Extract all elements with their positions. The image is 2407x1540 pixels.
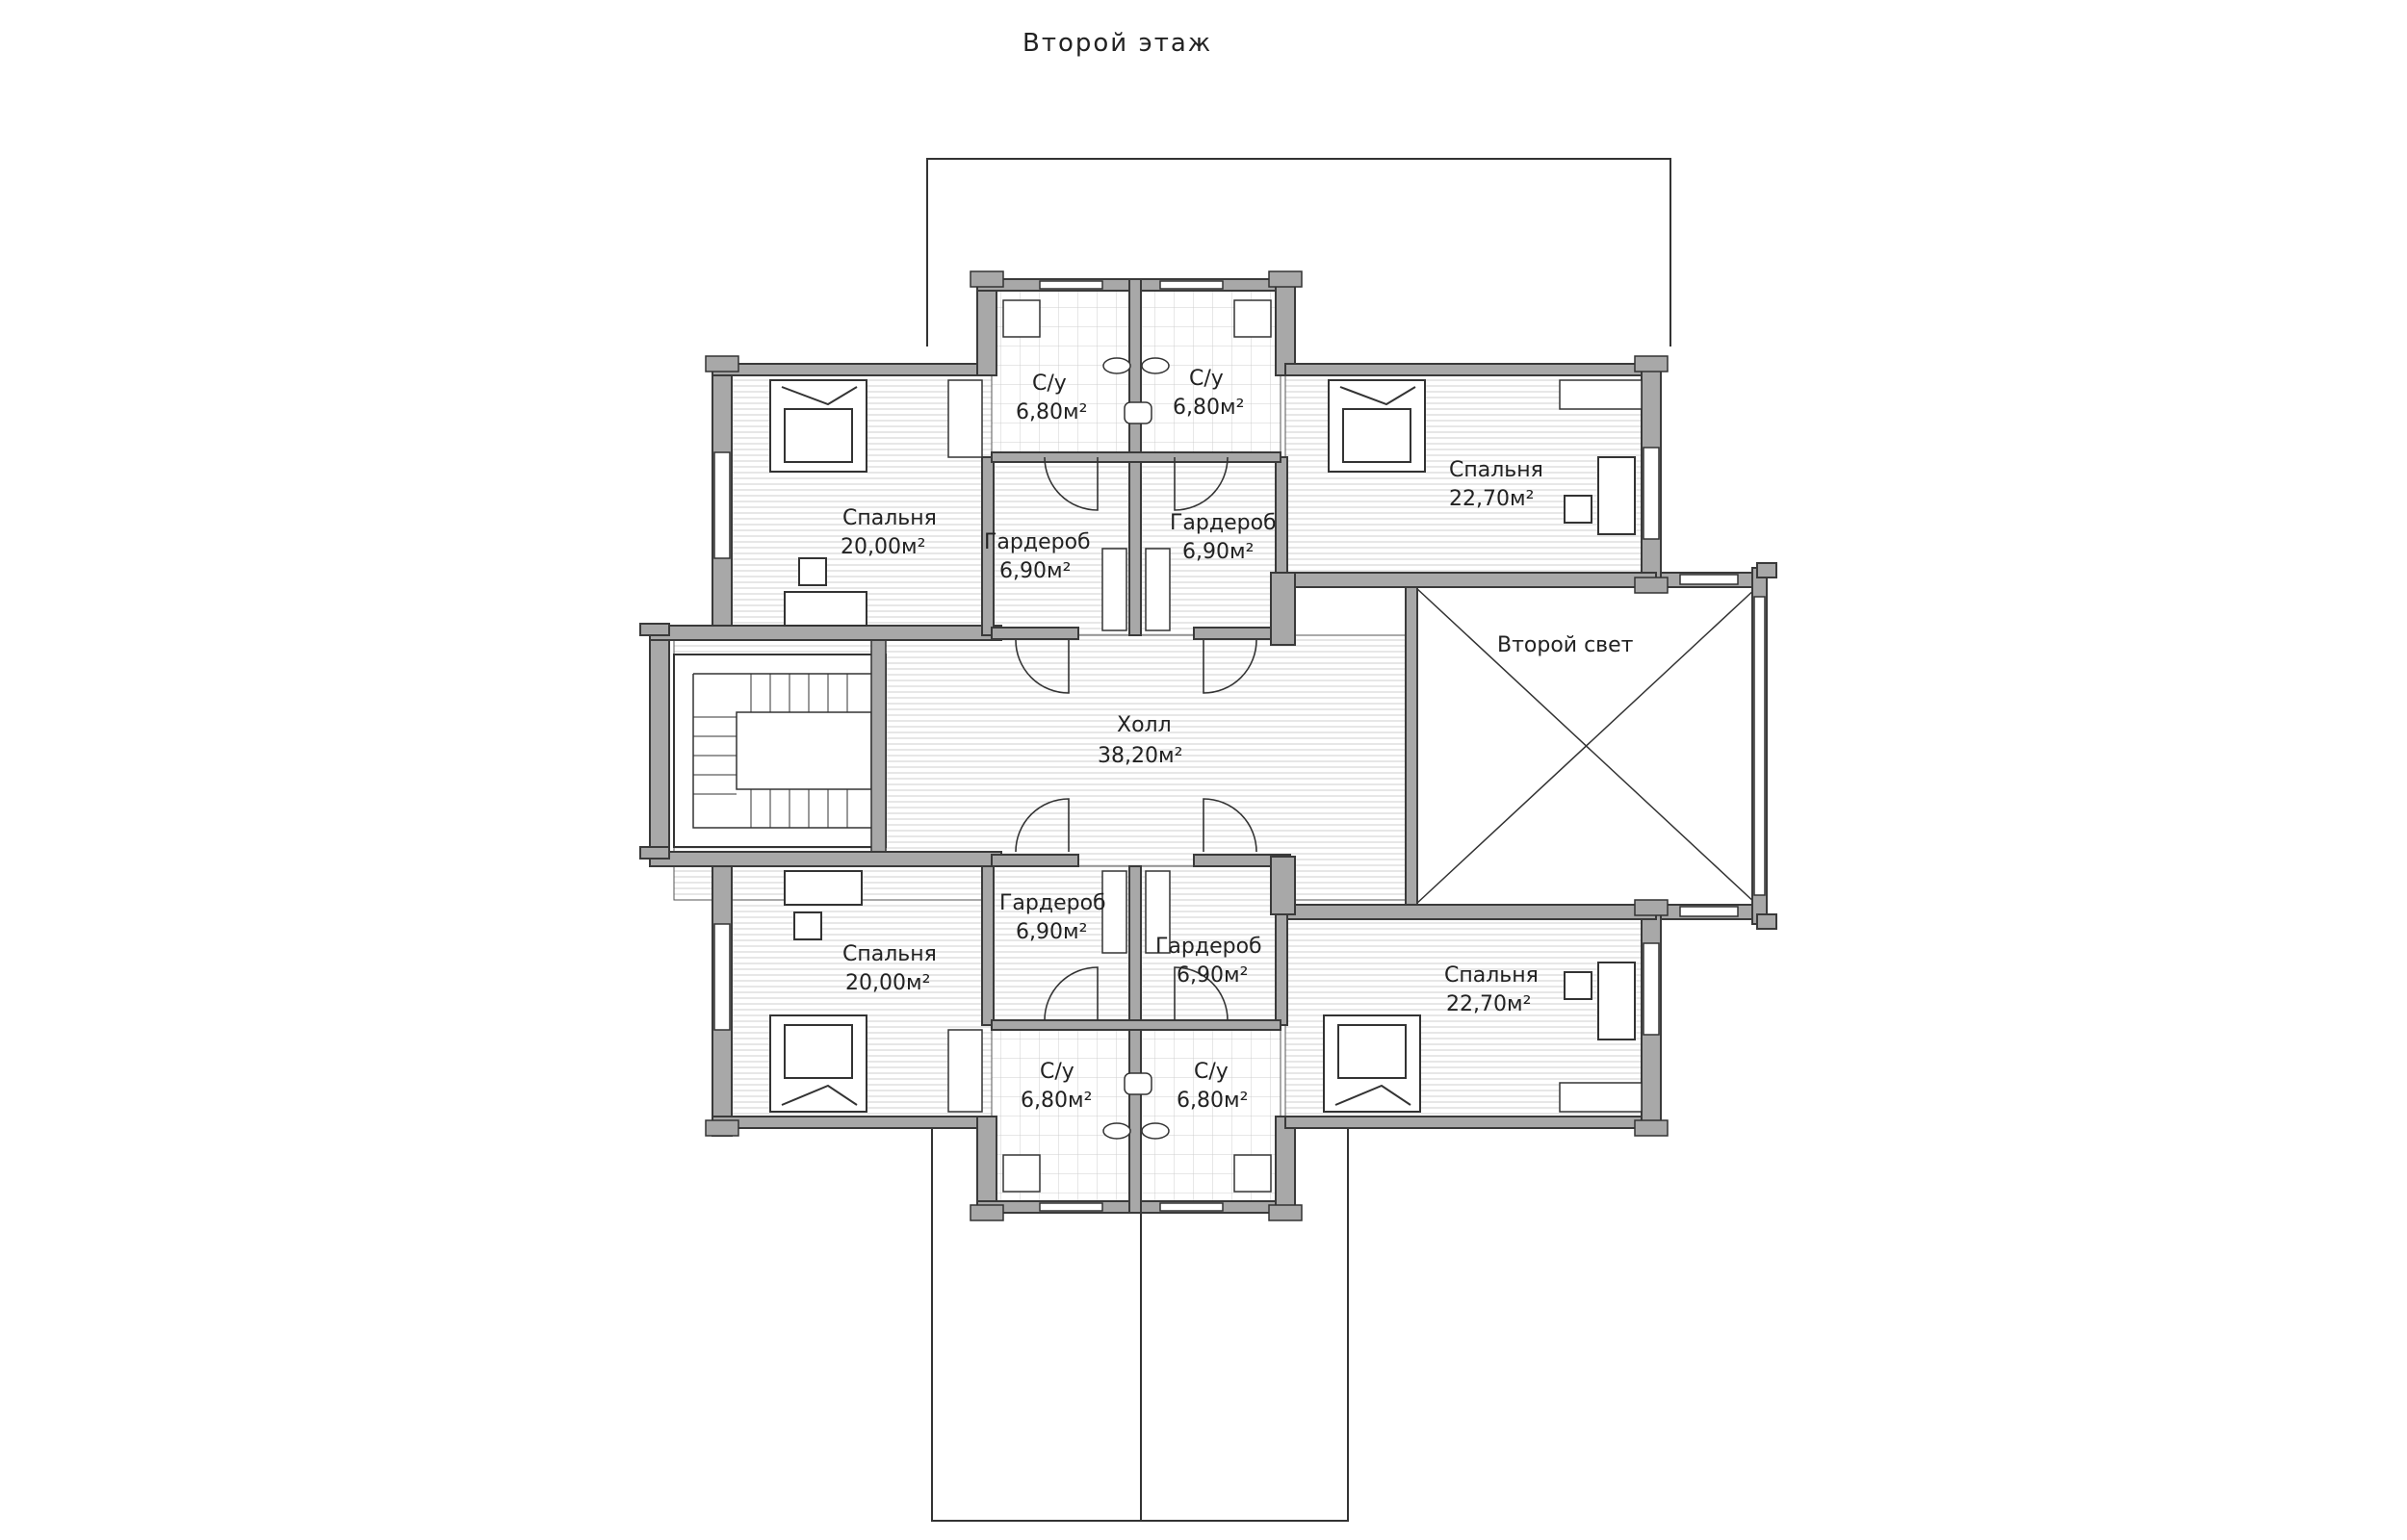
desk-top-left xyxy=(784,557,867,627)
bed-bottom-left xyxy=(769,1014,867,1113)
bedroom-bottom-left-area: 20,00м² xyxy=(845,971,930,995)
bath-bottom-right-name: С/у xyxy=(1194,1060,1229,1084)
bath-top-left-area: 6,80м² xyxy=(1016,400,1087,424)
windows xyxy=(713,280,1766,1212)
wall-posts xyxy=(705,270,1669,1221)
bedroom-top-right-name: Спальня xyxy=(1449,458,1543,482)
wardrobe-top-left-area: 6,90м² xyxy=(999,559,1071,583)
bedroom-bottom-left-name: Спальня xyxy=(842,942,937,966)
bath-top-right-area: 6,80м² xyxy=(1173,396,1244,420)
bath-bottom-left-area: 6,80м² xyxy=(1021,1089,1092,1113)
roof-outline-bottom xyxy=(931,1126,1349,1522)
wardrobe-bottom-right-name: Гардероб xyxy=(1155,935,1262,959)
wardrobe-bottom-right-area: 6,90м² xyxy=(1177,963,1248,988)
staircase xyxy=(673,639,887,853)
bedroom-top-right-area: 22,70м² xyxy=(1449,487,1534,511)
bath-top-right-name: С/у xyxy=(1189,367,1224,391)
bedroom-top-left-area: 20,00м² xyxy=(841,535,925,559)
bed-top-right xyxy=(1328,379,1426,473)
desk-bottom-right xyxy=(1564,962,1636,1040)
desk-bottom-left xyxy=(784,870,863,940)
bed-top-left xyxy=(769,379,867,473)
bath-bottom-left-name: С/у xyxy=(1040,1060,1074,1084)
bedroom-bottom-right-name: Спальня xyxy=(1444,963,1539,988)
wardrobe-bottom-left-area: 6,90м² xyxy=(1016,920,1087,944)
bath-fixtures xyxy=(1002,299,1272,1193)
roof-outline-top xyxy=(926,158,1671,346)
second-light-label: Второй свет xyxy=(1497,633,1634,657)
bedroom-top-left-name: Спальня xyxy=(842,506,937,530)
bath-bottom-right-area: 6,80м² xyxy=(1177,1089,1248,1113)
hall-name: Холл xyxy=(1117,713,1172,737)
floor-title: Второй этаж xyxy=(1022,29,1212,58)
bed-bottom-right xyxy=(1323,1014,1421,1113)
hall-area: 38,20м² xyxy=(1098,744,1182,768)
wardrobe-top-right-name: Гардероб xyxy=(1170,511,1277,535)
desk-top-right xyxy=(1564,456,1636,535)
bedroom-bottom-right-area: 22,70м² xyxy=(1446,992,1531,1016)
wardrobe-shelves xyxy=(947,379,1643,1113)
wardrobe-top-left-name: Гардероб xyxy=(984,530,1091,554)
wardrobe-top-right-area: 6,90м² xyxy=(1182,540,1254,564)
second-light-void xyxy=(1414,586,1758,906)
doors xyxy=(1015,456,1257,1021)
wardrobe-bottom-left-name: Гардероб xyxy=(999,891,1106,915)
bath-top-left-name: С/у xyxy=(1032,372,1067,396)
